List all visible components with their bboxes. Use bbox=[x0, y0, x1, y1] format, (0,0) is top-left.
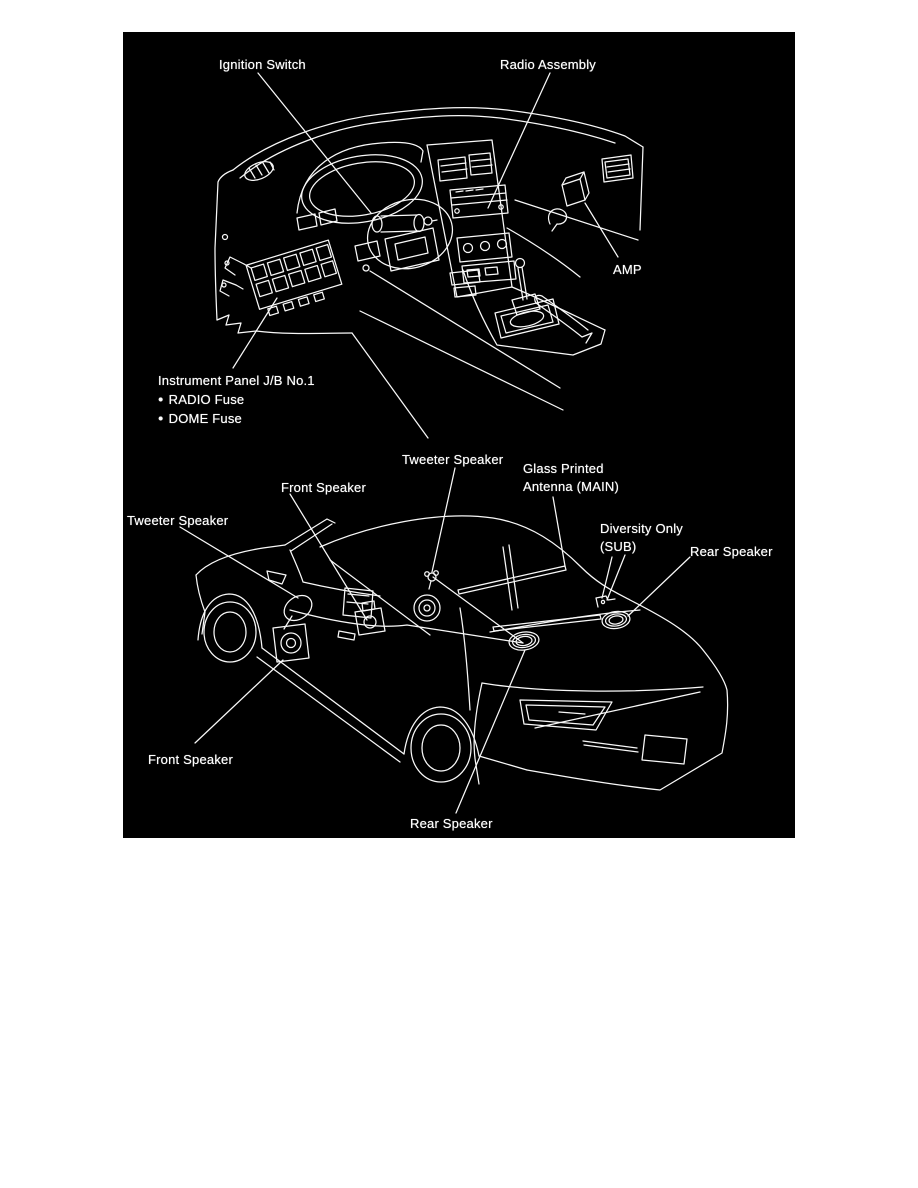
right-dash-vent bbox=[601, 154, 634, 183]
shift-knob bbox=[514, 257, 526, 269]
label-rear-speaker-right: Rear Speaker bbox=[690, 544, 773, 559]
rear-quarter-curve bbox=[319, 515, 631, 601]
door-handle bbox=[337, 630, 356, 641]
fuse-item-radio: ●RADIO Fuse bbox=[158, 392, 245, 407]
label-front-speaker-top: Front Speaker bbox=[281, 480, 366, 495]
label-junction-block: Instrument Panel J/B No.1 ●RADIO Fuse ●D… bbox=[158, 371, 315, 428]
amp-leader-line bbox=[584, 202, 619, 258]
tweeter-speaker-top-leader-line bbox=[431, 467, 456, 573]
label-front-speaker-bottom: Front Speaker bbox=[148, 752, 233, 767]
junction-block-title: Instrument Panel J/B No.1 bbox=[158, 373, 315, 388]
front-wheel bbox=[203, 601, 257, 663]
bullet-icon: ● bbox=[158, 413, 164, 423]
quarter-panel-speaker bbox=[413, 594, 441, 622]
steering-wheel bbox=[283, 594, 313, 630]
rear-speaker-left bbox=[508, 631, 540, 651]
ignition-switch-part bbox=[354, 213, 438, 272]
junction-block bbox=[219, 239, 343, 317]
instrument-cluster bbox=[301, 154, 423, 224]
component-location-line-art bbox=[179, 72, 729, 814]
tweeter-speaker-left-leader-line bbox=[179, 526, 299, 599]
front-speaker-bottom-leader-line bbox=[194, 659, 284, 744]
vehicle-speaker-diagram bbox=[179, 467, 729, 814]
glass-printed-antenna bbox=[457, 565, 602, 632]
center-console bbox=[449, 257, 606, 356]
door-edge bbox=[459, 607, 471, 711]
label-amp: AMP bbox=[613, 262, 642, 277]
center-stack bbox=[426, 139, 513, 298]
license-plate bbox=[641, 734, 688, 765]
label-ignition-switch: Ignition Switch bbox=[219, 57, 306, 72]
rear-speaker-bottom-leader-line bbox=[455, 649, 526, 814]
label-tweeter-speaker-top: Tweeter Speaker bbox=[402, 452, 504, 467]
glass-antenna-leader-line bbox=[552, 496, 566, 567]
ignition-switch-leader-line bbox=[257, 72, 372, 214]
tail-light bbox=[519, 699, 613, 731]
label-rear-speaker-bottom: Rear Speaker bbox=[410, 816, 493, 831]
label-glass-printed-antenna: Glass Printed Antenna (MAIN) bbox=[523, 461, 620, 494]
junction-block-leader-line bbox=[232, 297, 278, 369]
rear-speaker-right bbox=[601, 610, 631, 630]
radio-assembly-leader-line bbox=[487, 72, 551, 209]
door-speaker bbox=[272, 623, 310, 663]
amp-box bbox=[561, 171, 590, 207]
hvac-controls bbox=[456, 232, 517, 284]
front-speaker-top-leader-line bbox=[289, 493, 368, 621]
glovebox-emblem bbox=[548, 208, 568, 232]
diagram-panel: Ignition Switch Radio Assembly AMP Instr… bbox=[123, 32, 795, 838]
label-radio-assembly: Radio Assembly bbox=[500, 57, 597, 72]
front-speaker-assembly bbox=[354, 600, 386, 636]
tweeter-speaker-part bbox=[424, 570, 439, 590]
label-tweeter-speaker-left: Tweeter Speaker bbox=[127, 513, 229, 528]
left-dash-vent bbox=[244, 161, 275, 181]
instrument-panel-diagram bbox=[214, 72, 644, 439]
label-diversity-only: Diversity Only (SUB) bbox=[600, 521, 683, 554]
rear-wheel bbox=[410, 713, 472, 783]
diversity-antenna-element bbox=[595, 595, 616, 608]
radio-unit bbox=[449, 184, 509, 219]
bullet-icon: ● bbox=[158, 394, 164, 404]
side-mirror bbox=[266, 570, 287, 585]
rear-speaker-right-leader-line bbox=[627, 556, 691, 617]
diversity-leader-lines bbox=[601, 554, 626, 601]
fuse-item-dome: ●DOME Fuse bbox=[158, 411, 242, 426]
